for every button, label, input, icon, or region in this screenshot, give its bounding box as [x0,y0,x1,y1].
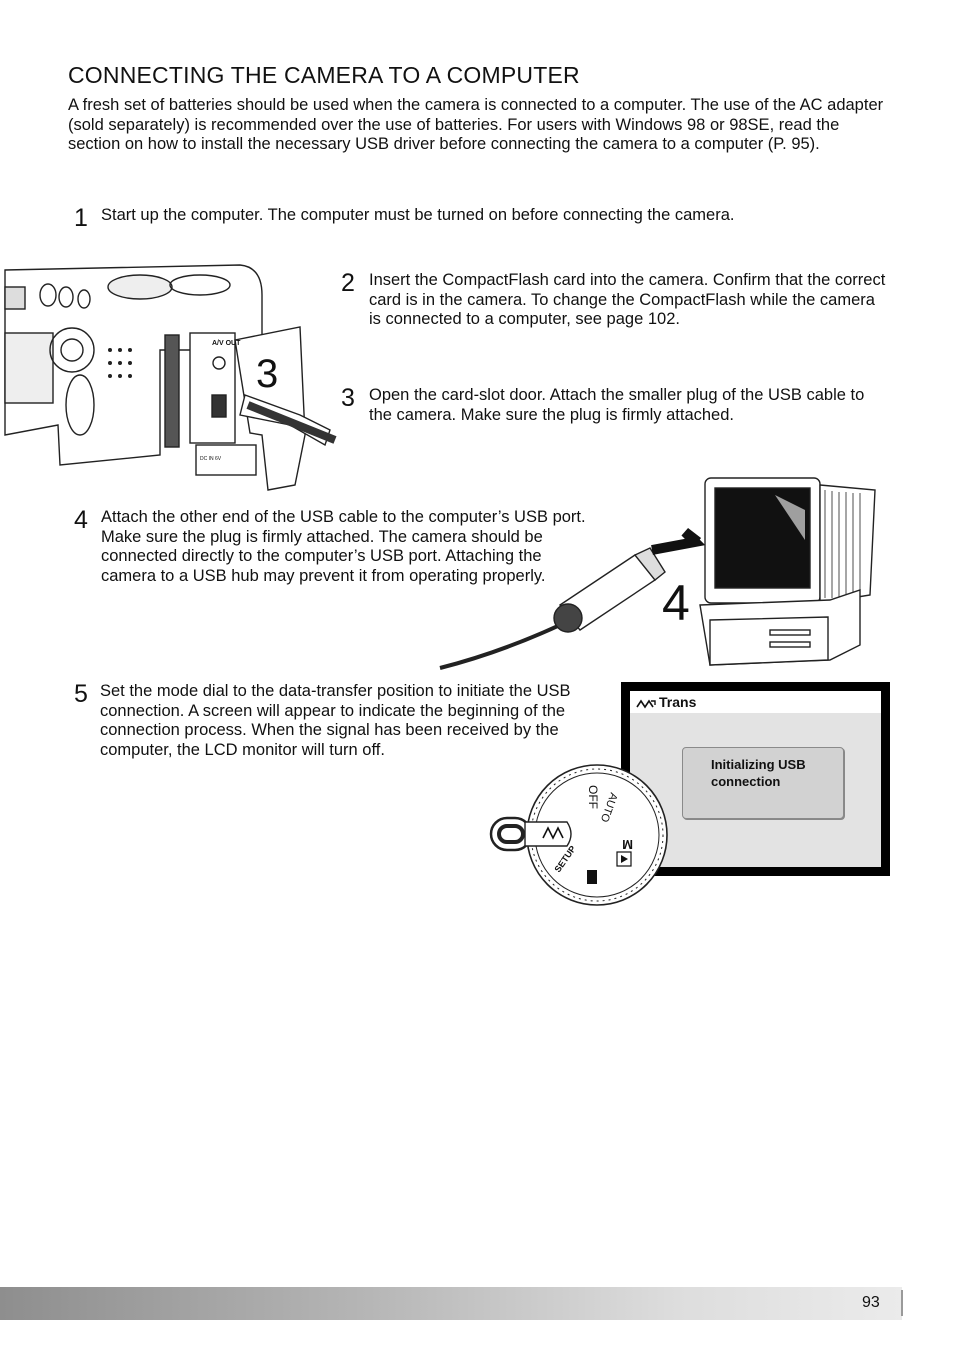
av-out-label: A/V OUT [212,340,241,347]
dc-in-label: DC IN 6V [200,456,222,462]
lcd-header: Trans [630,691,881,713]
computer-callout-number: 4 [662,575,690,631]
step-text: Open the card-slot door. Attach the smal… [369,386,865,424]
page-number: 93 [862,1294,880,1311]
movie-icon [587,870,597,884]
intro-paragraph: A fresh set of batteries should be used … [68,96,884,154]
dial-off-label: OFF [586,785,600,809]
lcd-message-box: Initializing USB connection [682,747,844,819]
lcd-message: Initializing USB connection [711,757,806,789]
footer-divider [901,1290,903,1316]
footer-bar [0,1287,902,1320]
step-number: 3 [341,384,355,412]
step-text: Set the mode dial to the data-transfer p… [100,682,571,759]
page-title: CONNECTING THE CAMERA TO A COMPUTER [68,62,580,88]
lcd-header-label: Trans [659,694,697,710]
lcd-screen: Trans Initializing USB connection [630,691,881,867]
step-text: Attach the other end of the USB cable to… [101,508,586,585]
step-text: Insert the CompactFlash card into the ca… [369,271,886,329]
step-number: 5 [74,680,88,708]
data-transfer-icon [636,699,656,709]
camera-callout-number: 3 [256,352,278,396]
computer-usb-illustration: 4 [439,477,876,670]
lcd-monitor: Trans Initializing USB connection [621,682,890,876]
dial-m-label: M [622,837,633,852]
step-number: 2 [341,269,355,297]
mode-dial-illustration: OFF AUTO M SETUP [489,764,668,906]
step-number: 4 [74,506,88,534]
camera-usb-illustration: 3 A/V OUT DC IN 6V [4,264,337,491]
step-text: Start up the computer. The computer must… [101,206,735,224]
step-number: 1 [74,204,88,232]
